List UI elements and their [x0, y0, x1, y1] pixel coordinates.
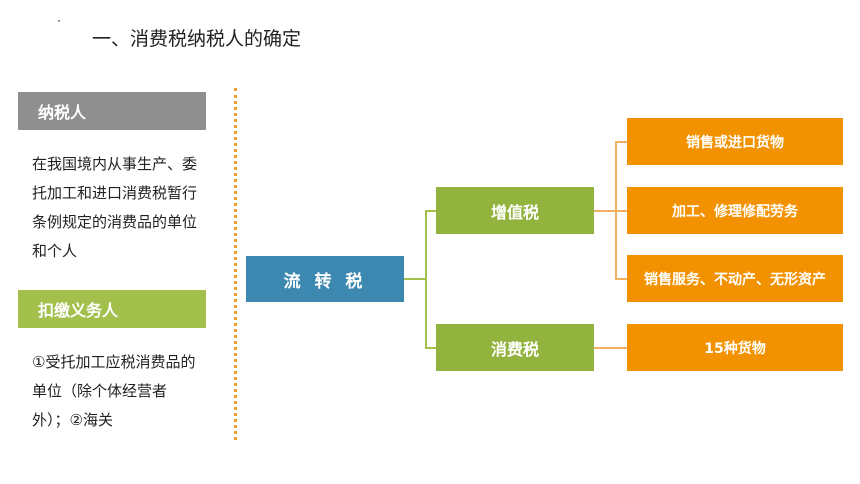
connector-consumption-item — [594, 347, 627, 349]
vat-item-goods: 销售或进口货物 — [627, 118, 843, 165]
vat-item-processing: 加工、修理修配劳务 — [627, 187, 843, 234]
turnover-tax-box: 流 转 税 — [246, 256, 404, 302]
connector-vat-stub — [594, 210, 616, 212]
connector-vat-item-3 — [615, 278, 627, 280]
consumption-item-goods: 15种货物 — [627, 324, 843, 371]
connector-vat-item-1 — [615, 141, 627, 143]
vat-box: 增值税 — [436, 187, 594, 234]
dotted-divider — [234, 88, 237, 440]
page-title: 一、消费税纳税人的确定 — [92, 28, 302, 50]
withholding-agent-description: ①受托加工应税消费品的单位（除个体经营者外）；②海关 — [32, 353, 196, 429]
connector-to-consumption — [425, 347, 436, 349]
taxpayer-description: 在我国境内从事生产、委托加工和进口消费税暂行条例规定的消费品的单位和个人 — [32, 155, 198, 260]
decorative-dot — [58, 20, 60, 22]
vat-item-services: 销售服务、不动产、无形资产 — [627, 255, 843, 302]
connector-root-vertical — [425, 210, 427, 348]
connector-root-stub — [404, 278, 426, 280]
taxpayer-header: 纳税人 — [18, 92, 206, 130]
connector-to-vat — [425, 210, 436, 212]
consumption-tax-box: 消费税 — [436, 324, 594, 371]
connector-vat-item-2 — [615, 210, 627, 212]
withholding-agent-header: 扣缴义务人 — [18, 290, 206, 328]
